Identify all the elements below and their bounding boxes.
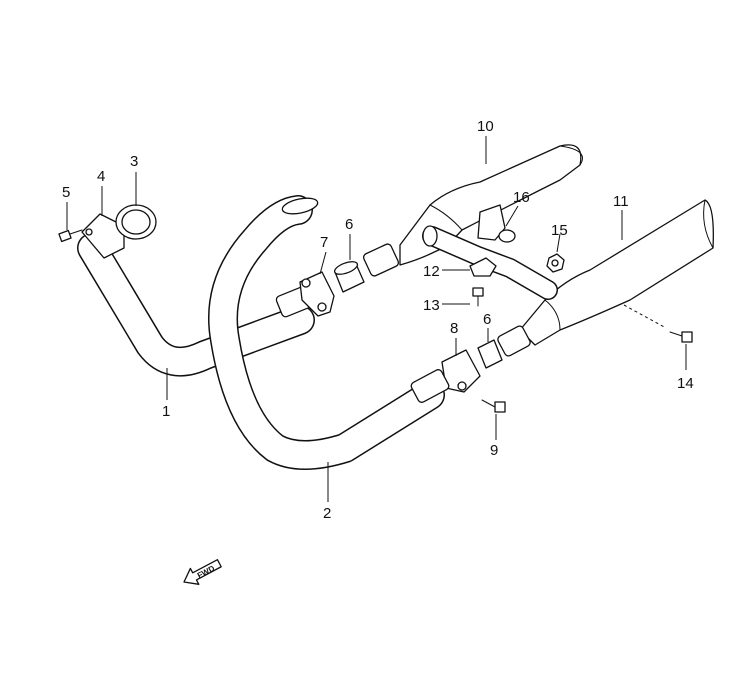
callout-6b: 6: [483, 311, 491, 328]
arrow-shape: [183, 559, 222, 585]
muffler-10-inlet: [362, 243, 400, 277]
callout-15: 15: [551, 222, 568, 239]
muffler-10: [399, 144, 583, 266]
callout-1: 1: [162, 403, 170, 420]
callout-3: 3: [130, 153, 138, 170]
muffler-11-inlet: [497, 325, 531, 357]
callouts: 1 2 3 4 5 6 6 7 8 9 10 11 12 13 14 15 16: [62, 118, 694, 522]
callout-8: 8: [450, 320, 458, 337]
callout-10: 10: [477, 118, 494, 135]
leader-lines: [66, 136, 687, 502]
gasket-3: [115, 204, 157, 240]
exhaust-pipe-2: [208, 195, 445, 470]
callout-13: 13: [423, 297, 440, 314]
callout-16: 16: [513, 189, 530, 206]
bolt-14: [669, 331, 693, 343]
callout-14: 14: [677, 375, 694, 392]
callout-12: 12: [423, 263, 440, 280]
bracket-16: [477, 204, 516, 243]
nut-15: [546, 253, 565, 273]
clamp-8: [441, 349, 481, 393]
clamp-7: [299, 271, 335, 317]
sleeve-6-upper: [333, 261, 365, 293]
exhaust-pipe-1: [77, 233, 315, 377]
bolt-5: [58, 229, 83, 243]
callout-7: 7: [320, 234, 328, 251]
sleeve-6-lower: [477, 339, 503, 369]
bolt-9: [481, 399, 506, 413]
flange-4: [81, 213, 125, 259]
bolt-13: [472, 287, 484, 307]
callout-11: 11: [613, 193, 629, 210]
clip-12: [469, 257, 497, 277]
forward-arrow: FWD: [183, 559, 222, 585]
callout-9: 9: [490, 442, 498, 459]
callout-6a: 6: [345, 216, 353, 233]
pipe-2-outlet: [410, 369, 450, 403]
callout-5: 5: [62, 184, 70, 201]
callout-2: 2: [323, 505, 331, 522]
callout-4: 4: [97, 168, 105, 185]
crossover-pipe: [422, 225, 558, 300]
muffler-11: [519, 199, 714, 346]
